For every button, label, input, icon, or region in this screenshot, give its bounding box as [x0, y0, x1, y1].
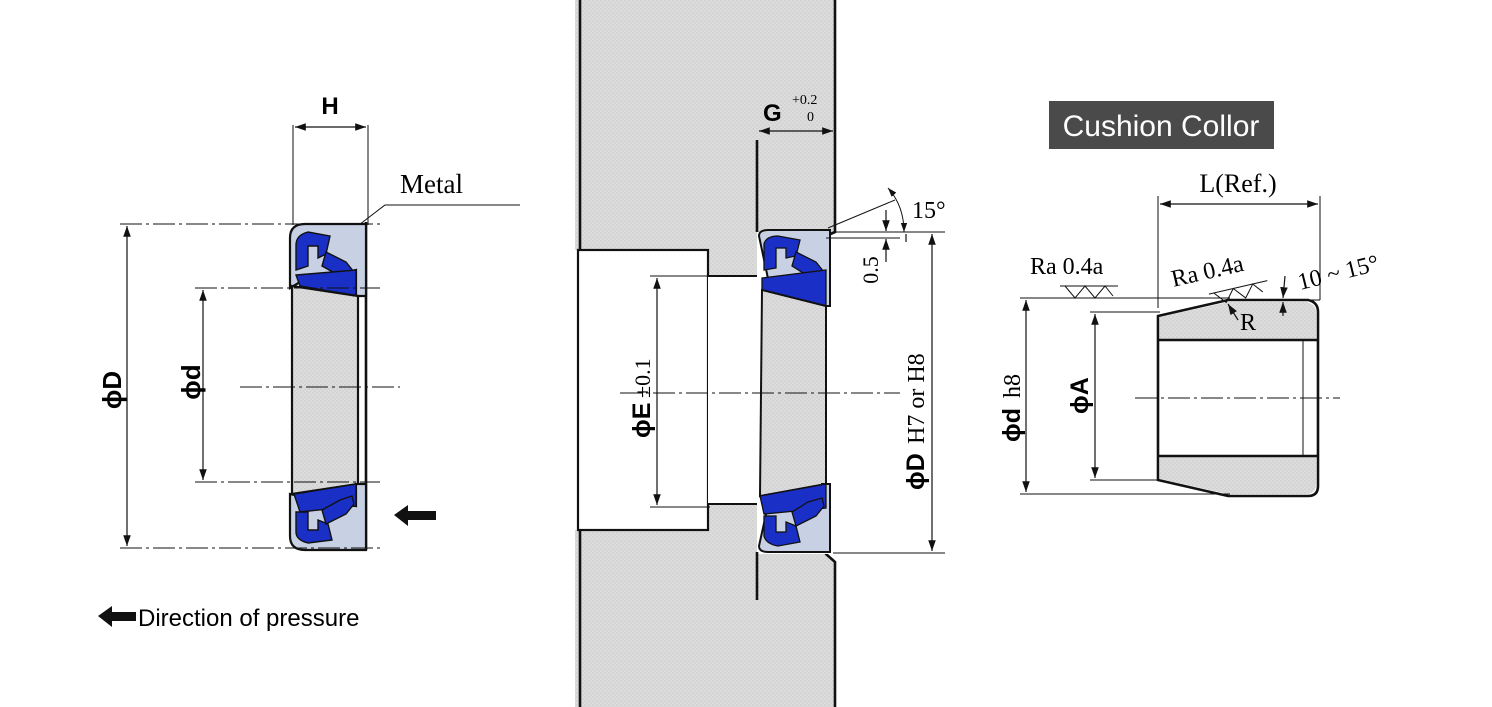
roughness-left-label: Ra 0.4a [1030, 254, 1104, 280]
seal-lip-lower-inner [321, 495, 355, 526]
bore-label: ϕD [902, 453, 930, 490]
metal-leader-line [354, 204, 520, 229]
installed-lip-lower-inner [791, 497, 825, 527]
inner-diameter-label: ϕd [176, 364, 206, 399]
pressure-legend: Direction of pressure [98, 605, 359, 632]
seal-section-view: H Metal ϕD ϕd [97, 93, 520, 552]
groove-label: G [763, 100, 782, 127]
installed-lip-upper-outer [763, 235, 801, 271]
roughness-left-symbol [1064, 285, 1114, 299]
seal-lip-upper-outer [295, 231, 331, 271]
groove-tolerance-lower: 0 [807, 110, 814, 125]
chamfer-angle-line [827, 199, 896, 229]
cushion-collar-view: Cushion Collor L(Ref.) Ra 0.4a Ra 0.4a 1… [998, 101, 1382, 498]
installed-seal-upper [757, 229, 831, 307]
collar-upper-section [1160, 302, 1316, 340]
seal-lower-half [288, 482, 368, 552]
shaft-tolerance-label: ±0.1 [630, 358, 655, 398]
pressure-arrow-icon [394, 505, 436, 526]
housing-installation-view: G +0.2 0 15° 0.5 ϕD H7 or H8 ϕE ±0.1 [575, 0, 946, 707]
legend-arrow-icon [98, 606, 136, 627]
inner-label: ϕA [1066, 377, 1094, 414]
outer-label: ϕd [998, 408, 1026, 442]
bore-fit-label: H7 or H8 [904, 353, 930, 444]
bore-passage [708, 275, 761, 505]
installed-lip-lower-outer [763, 515, 801, 547]
length-label: L(Ref.) [1199, 169, 1276, 198]
legend-text: Direction of pressure [138, 605, 359, 632]
seal-inner-section [290, 284, 360, 496]
chamfer-label: 0.5 [858, 256, 883, 284]
roughness-right-label: Ra 0.4a [1169, 251, 1247, 293]
outer-diameter-label: ϕD [97, 371, 127, 409]
groove-tolerance-upper: +0.2 [792, 93, 817, 108]
installed-seal-lower [757, 483, 831, 553]
chamfer-angle-label: 15° [912, 198, 946, 224]
cushion-collar-title: Cushion Collor [1063, 110, 1260, 143]
shaft-pocket [576, 248, 710, 532]
seal-lip-lower-outer [295, 511, 333, 544]
chamfer-angle-arc [887, 187, 908, 233]
cushion-collar-badge [1049, 101, 1274, 149]
collar-lower-section [1160, 456, 1316, 494]
shaft-label: ϕE [628, 403, 656, 438]
radius-leader [1227, 303, 1239, 321]
outer-fit-label: h8 [1000, 374, 1026, 398]
angle-arrow-top [1280, 275, 1288, 299]
radius-label: R [1240, 310, 1256, 336]
metal-label: Metal [400, 169, 463, 199]
angle-label: 10 ~ 15° [1295, 251, 1381, 296]
roughness-right-symbol [1213, 283, 1264, 304]
seal-upper-half [288, 222, 368, 298]
height-label: H [321, 93, 338, 120]
roughness-right-bar [1208, 280, 1268, 295]
